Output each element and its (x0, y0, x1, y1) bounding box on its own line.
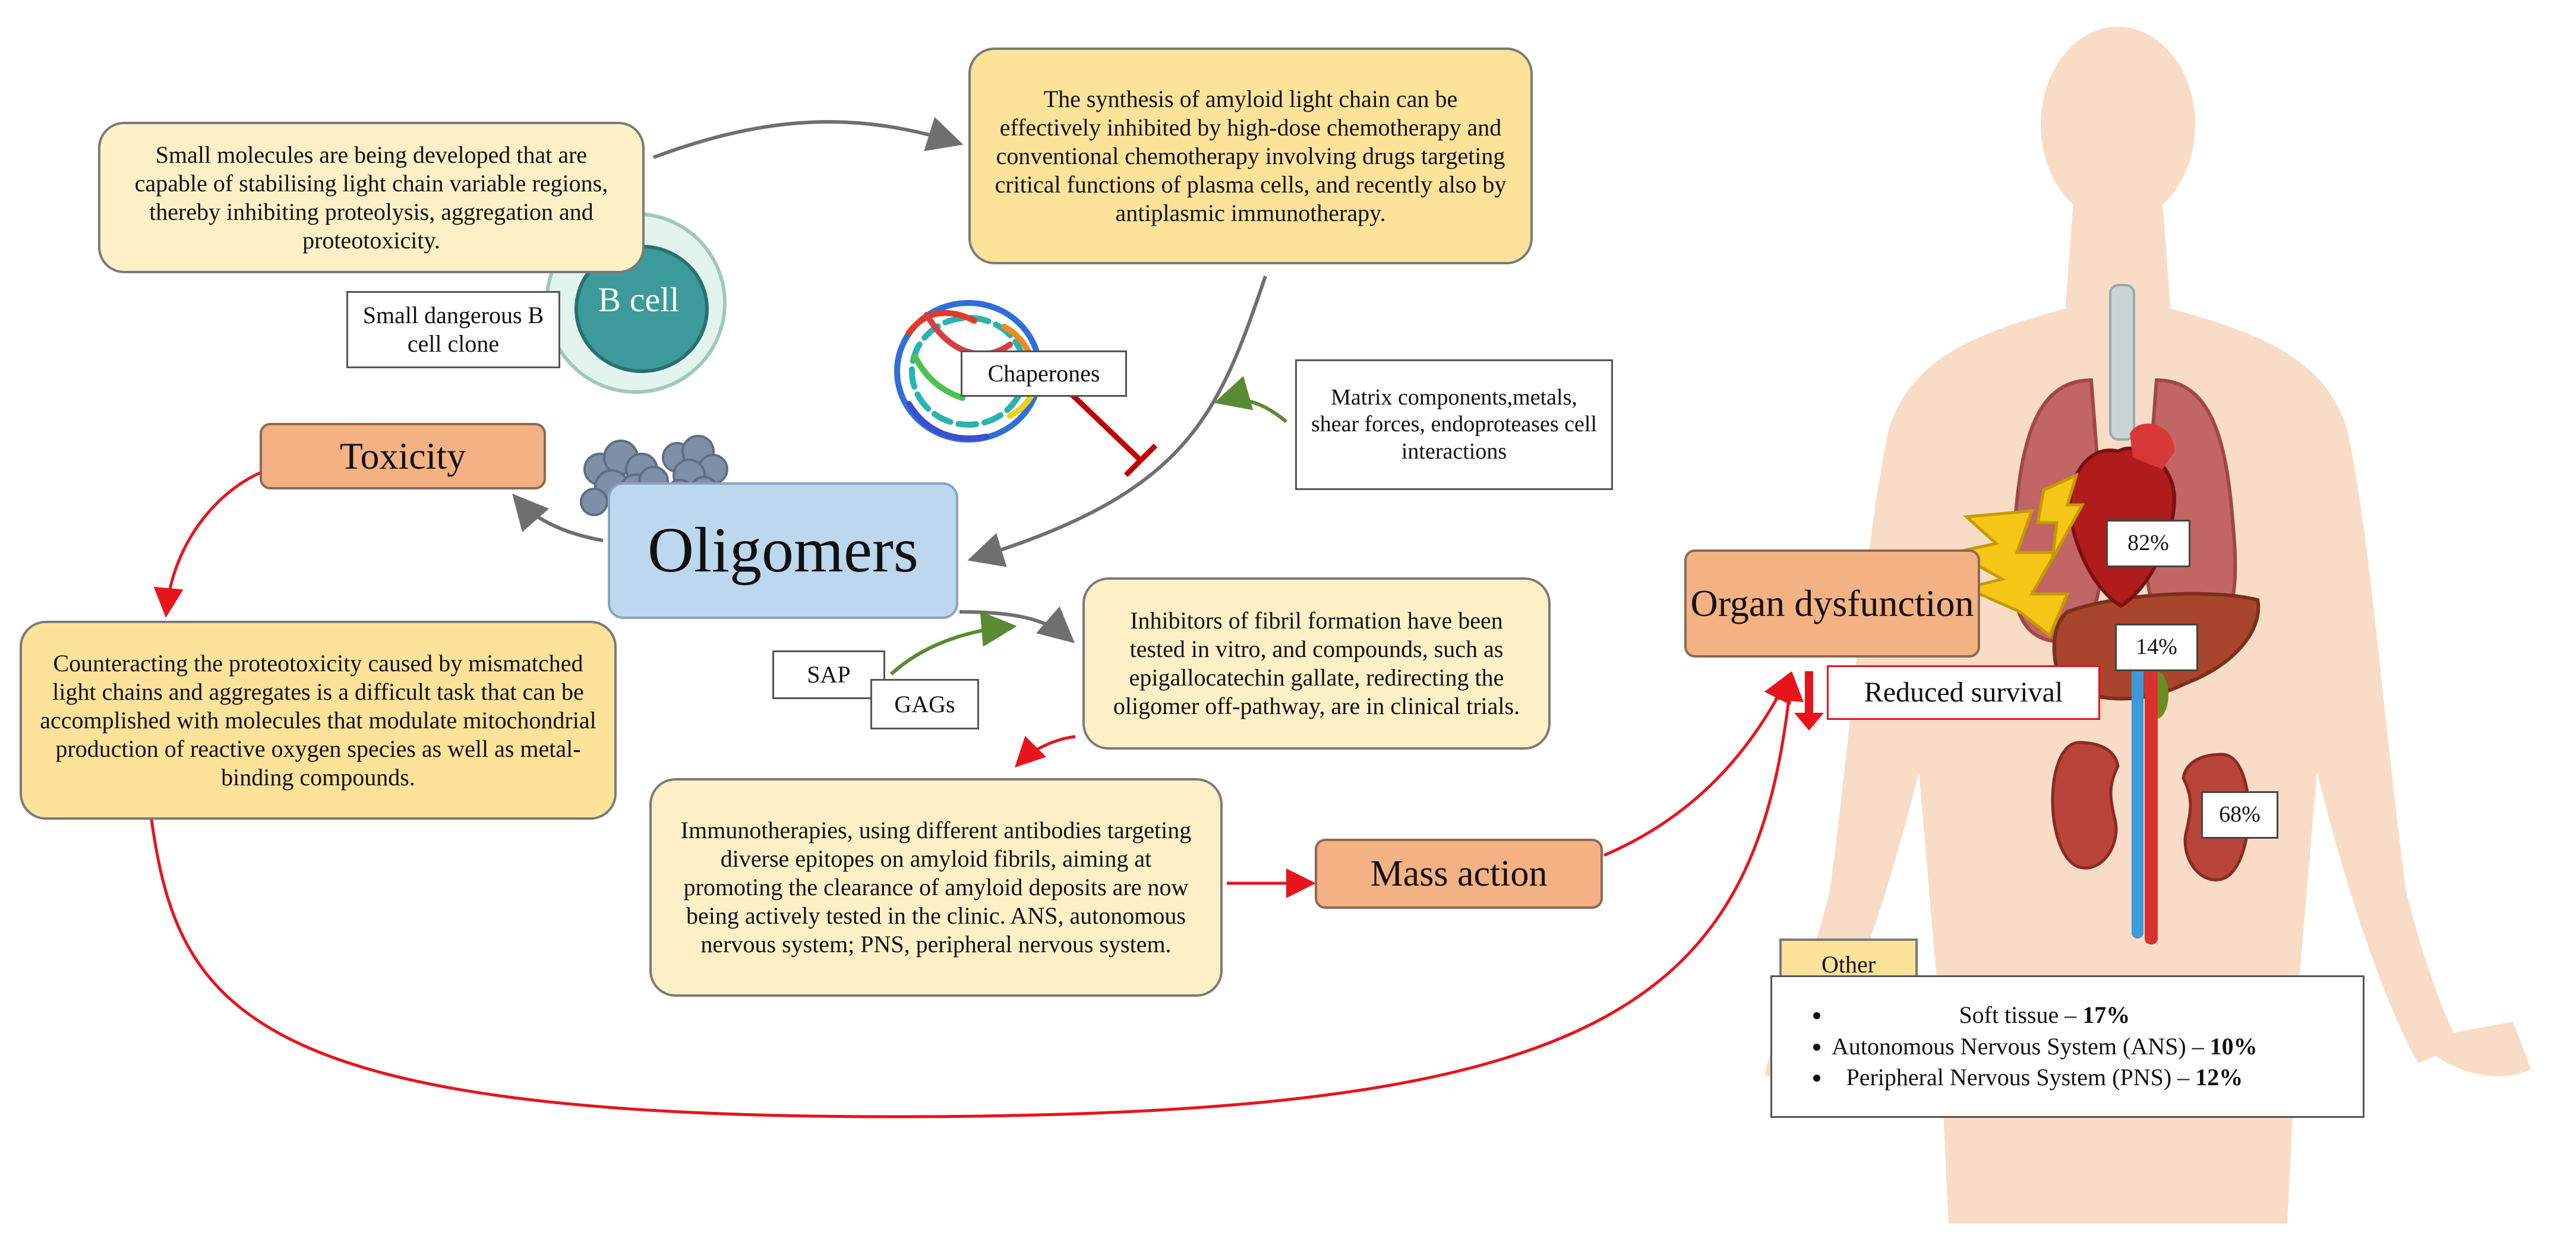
lightning-bolt-icon-small (2036, 472, 2085, 560)
trachea-icon (2109, 284, 2135, 441)
gags-text: GAGs (894, 690, 955, 718)
organ-dysfunction-text: Organ dysfunction (1690, 582, 1974, 624)
matrix-components-box: Matrix components,metals, shear forces, … (1295, 359, 1613, 490)
arrow-counteracting-to-organ-dysfunction (150, 671, 1804, 1118)
chaperone-inhibition-line (1070, 393, 1143, 463)
arrow-inhibitors-to-immunotherapies (1014, 735, 1076, 768)
b-cell-clone-text: Small dangerous B cell clone (362, 302, 544, 357)
toxicity-box: Toxicity (260, 423, 546, 489)
arrow-oligomers-to-toxicity (512, 493, 604, 542)
reduced-survival-arrow-icon (1794, 671, 1824, 731)
b-cell-label: B cell (576, 276, 701, 324)
chaperones-text: Chaperones (987, 360, 1100, 387)
matrix-components-text: Matrix components,metals, shear forces, … (1311, 384, 1598, 464)
gags-box: GAGs (870, 679, 979, 729)
inhibitors-box: Inhibitors of fibril formation have been… (1082, 577, 1551, 750)
other-list-box: Soft tissue – 17% Autonomous Nervous Sys… (1770, 975, 2365, 1118)
reduced-survival-text: Reduced survival (1864, 677, 2063, 709)
counteracting-box: Counteracting the proteotoxicity caused … (20, 621, 617, 820)
sap-box: SAP (772, 650, 885, 699)
mass-action-text: Mass action (1370, 853, 1548, 894)
arrow-oligomers-to-inhibitors (959, 606, 1075, 643)
chaperones-box: Chaperones (961, 350, 1127, 397)
inhibitors-text: Inhibitors of fibril formation have been… (1113, 607, 1520, 719)
synthesis-text: The synthesis of amyloid light chain can… (995, 85, 1507, 226)
other-item-soft-tissue: Soft tissue – 17% (1832, 1000, 2258, 1031)
counteracting-text: Counteracting the proteotoxicity caused … (40, 649, 596, 791)
small-molecules-box: Small molecules are being developed that… (98, 122, 645, 273)
organ-dysfunction-box: Organ dysfunction (1684, 549, 1980, 658)
other-item-ans: Autonomous Nervous System (ANS) – 10% (1832, 1031, 2258, 1063)
aorta-icon (2145, 653, 2158, 944)
liver-percentage-label: 14% (2115, 624, 2198, 671)
kidney-percentage-label: 68% (2201, 791, 2278, 839)
arrow-synthesis-to-oligomers (967, 276, 1267, 567)
oligomers-text: Oligomers (648, 515, 918, 586)
other-item-pns: Peripheral Nervous System (PNS) – 12% (1832, 1062, 2258, 1094)
kidney-percentage-text: 68% (2219, 802, 2261, 827)
sap-text: SAP (807, 661, 851, 688)
immunotherapies-box: Immunotherapies, using different antibod… (649, 778, 1223, 997)
arrow-matrix-to-chaperones (1214, 375, 1287, 424)
small-molecules-text: Small molecules are being developed that… (134, 141, 608, 254)
heart-percentage-text: 82% (2127, 530, 2169, 556)
vena-cava-icon (2132, 653, 2143, 939)
other-list: Soft tissue – 17% Autonomous Nervous Sys… (1772, 1000, 2258, 1094)
immunotherapies-text: Immunotherapies, using different antibod… (680, 817, 1192, 958)
other-title-text: Other (1821, 951, 1876, 978)
chaperone-inhibition-bar (1123, 443, 1158, 478)
heart-percentage-label: 82% (2106, 520, 2190, 567)
arrow-toxicity-to-counteracting (153, 470, 263, 618)
toxicity-text: Toxicity (339, 434, 466, 477)
mass-action-box: Mass action (1315, 839, 1603, 909)
arrow-small-molecules-to-synthesis (652, 117, 964, 159)
kidney-left-icon (2051, 741, 2120, 870)
b-cell-clone-box: Small dangerous B cell clone (346, 291, 560, 368)
arrow-mass-action-to-organ-dysfunction (1603, 672, 1791, 857)
liver-percentage-text: 14% (2136, 634, 2177, 660)
reduced-survival-box: Reduced survival (1827, 665, 2100, 720)
synthesis-box: The synthesis of amyloid light chain can… (968, 48, 1533, 264)
oligomers-box: Oligomers (608, 482, 958, 619)
b-cell-text: B cell (598, 280, 680, 320)
arrow-sap-gags-to-inhibitors (889, 611, 1017, 676)
